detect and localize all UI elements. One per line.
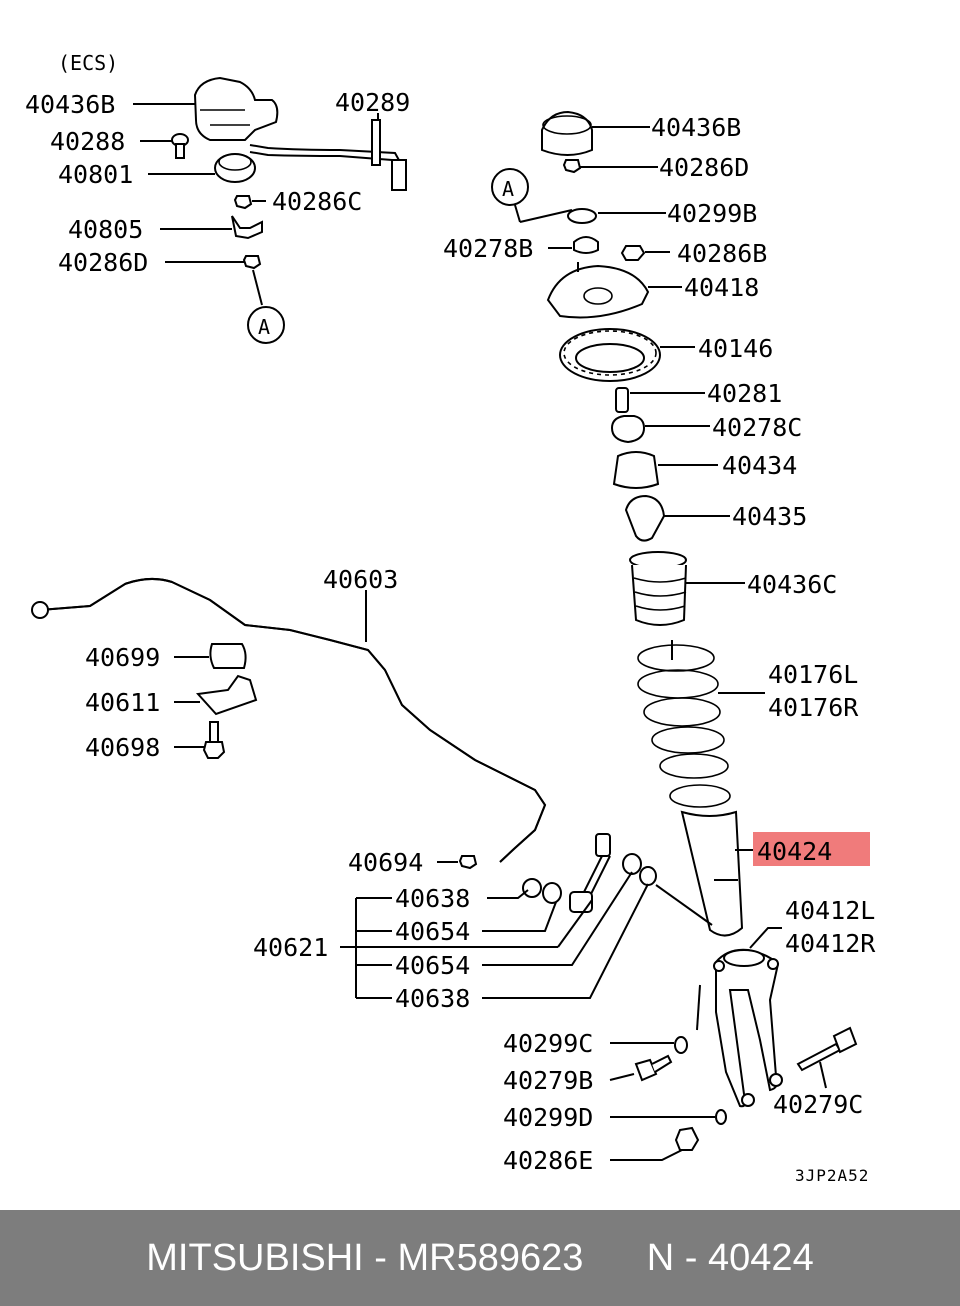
bushing-40278C-drawing [610,415,646,444]
bushing-40654-b-drawing [622,853,642,875]
callout-40286B: 40286B [677,239,767,268]
coil-spring-drawing [637,640,731,808]
bumper-40435-drawing [624,494,666,542]
callout-40278B: 40278B [443,234,533,263]
ref-a-right: A [502,177,514,201]
collar-40281-drawing [615,387,629,413]
callout-40805: 40805 [68,215,143,244]
callout-40801: 40801 [58,160,133,189]
callout-40288: 40288 [50,127,125,156]
bolt-40698-drawing [202,721,226,759]
callout-40638-a: 40638 [395,884,470,913]
bolt-40279B-drawing [634,1054,673,1082]
callout-40611: 40611 [85,688,160,717]
washer-40299B-drawing [567,208,597,224]
ref-prefix: N [646,1236,675,1279]
ref-a-left: A [258,315,270,339]
brand-name: MITSUBISHI [146,1236,364,1279]
nut-40694-drawing [458,855,478,870]
knuckle-40412-drawing [713,948,783,1108]
callout-40654-b: 40654 [395,951,470,980]
strut-40424-drawing [680,810,744,937]
callout-40299C: 40299C [503,1029,593,1058]
callout-40694: 40694 [348,848,423,877]
ref-circle-right [491,168,529,206]
ref-number: 40424 [708,1236,814,1279]
callout-40286D-right: 40286D [659,153,749,182]
callout-40436C: 40436C [747,570,837,599]
drawing-code: 3JP2A52 [795,1166,869,1185]
top-cap-drawing [541,110,593,156]
callout-40698: 40698 [85,733,160,762]
dust-boot-40436C-drawing [629,551,687,626]
callout-40435: 40435 [732,502,807,531]
callout-40412R: 40412R [785,929,876,958]
ecs-bolt-drawing [171,133,189,159]
callout-40286D-left: 40286D [58,248,148,277]
callout-40176L: 40176L [768,660,858,689]
callout-40281: 40281 [707,379,782,408]
bracket-40611-drawing [195,674,258,716]
mount-40418-drawing [546,262,650,319]
washer-40299C-drawing [674,1036,688,1054]
parts-diagram: (ECS) A 40436B 40288 40801 40289 40286C … [25,51,876,1185]
callout-40289: 40289 [335,88,410,117]
callout-40279B: 40279B [503,1066,593,1095]
callout-40436B-left: 40436B [25,90,115,119]
ref-circle-left [247,306,285,344]
nut-40286B-drawing [620,245,646,261]
callout-40654-a: 40654 [395,917,470,946]
callout-40278C: 40278C [712,413,802,442]
callout-40418: 40418 [684,273,759,302]
callout-40412L: 40412L [785,896,875,925]
callout-40638-b: 40638 [395,984,470,1013]
separator-2: - [674,1236,709,1279]
callout-40699: 40699 [85,643,160,672]
ecs-actuator-drawing [193,76,407,191]
washer-40299D-drawing [715,1109,727,1125]
separator-1: - [363,1236,398,1279]
callout-40603: 40603 [323,565,398,594]
callout-40424: 40424 [757,837,832,866]
callout-40146: 40146 [698,334,773,363]
bushing-40278B-drawing [573,236,599,254]
washer-40638-a-drawing [522,878,542,898]
stabilizer-bar-drawing [39,578,547,863]
stabilizer-link-drawing [569,833,611,913]
part-number: MR589623 [397,1236,584,1279]
seat-40434-drawing [612,451,660,489]
bushing-40699-drawing [209,643,247,669]
bearing-40146-drawing [559,328,661,382]
part-info-footer: MITSUBISHI - MR589623 N - 40424 [0,1210,960,1306]
callout-40299B: 40299B [667,199,757,228]
bolt-40279C-drawing [796,1026,858,1072]
nut-40286E-drawing [674,1126,700,1151]
nut-40286D-drawing [562,159,582,174]
ecs-bracket-drawing [231,195,263,270]
gap [583,1237,646,1280]
callout-40436B-right: 40436B [651,113,741,142]
callout-40434: 40434 [722,451,797,480]
ecs-cap-drawing [214,153,256,183]
highlight-40424 [753,832,870,866]
ecs-section-label: (ECS) [58,51,118,75]
bushing-40654-a-drawing [542,882,562,904]
callout-40286C: 40286C [272,187,362,216]
callout-40621: 40621 [253,933,328,962]
washer-40638-b-drawing [639,866,657,886]
callout-40299D: 40299D [503,1103,593,1132]
callout-40176R: 40176R [768,693,859,722]
callout-40279C: 40279C [773,1090,863,1119]
callout-40286E: 40286E [503,1146,593,1175]
